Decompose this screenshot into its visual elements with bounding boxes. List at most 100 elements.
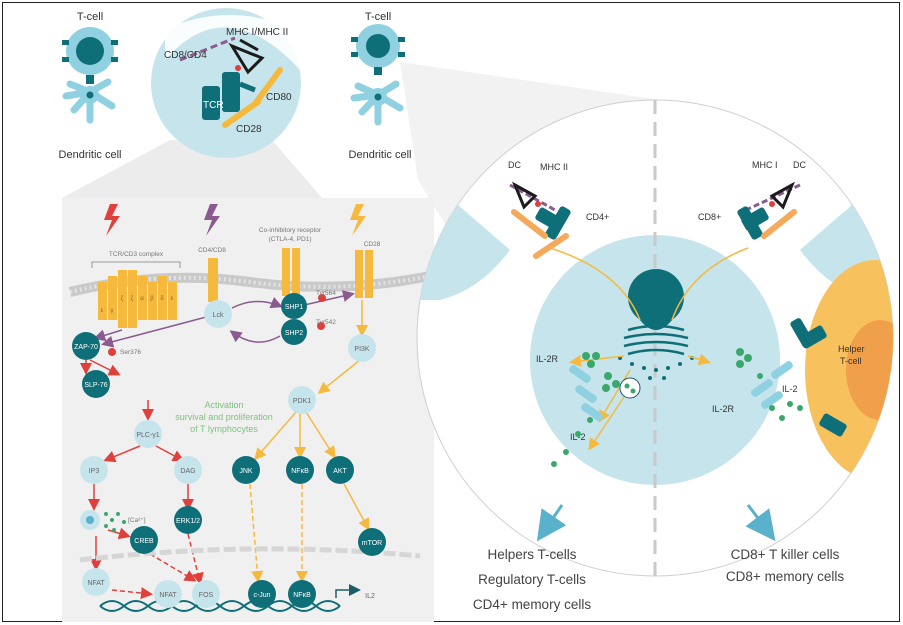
text-akt: AKT [333,468,347,475]
text-nfkb2: NFκB [293,592,311,599]
label-ser376: Ser376 [120,349,141,356]
node-pi3k [348,334,376,362]
big-cd8: CD8+ [698,212,721,222]
text-zap70: ZAP-70 [74,344,98,351]
big-cd4: CD4+ [586,212,609,222]
dendritic-right-label: Dendritic cell [349,149,412,161]
cd3-letter: ζ [131,296,134,302]
zoom-mhc-label: MHC I/MHC II [226,27,288,38]
text-shp1: SHP1 [285,304,303,311]
outcome-right-line: CD8+ T killer cells [730,547,840,562]
text-mtor: mTOR [362,540,382,547]
node-nfkb2 [288,580,316,608]
node-nfkb1 [286,456,314,484]
node-shp2 [281,319,307,345]
text-il2gene: IL2 [365,593,375,600]
text-nfkb1: NFκB [291,468,309,475]
cd3-letter: ε [101,308,104,314]
outcome-right: CD8+ T killer cells CD8+ memory cells [700,544,870,588]
big-il2r-left: IL-2R [536,354,559,364]
label-coinhib: Co-inhibitory receptor [259,227,322,234]
node-nfat2 [154,580,182,608]
cd3-letter: ζ [121,296,124,302]
dendritic-left-label: Dendritic cell [59,149,122,161]
outcome-arrow-left [536,504,567,542]
cd3-letter: α [140,296,144,302]
node-shp1 [281,293,307,319]
dendritic-cell-left [62,78,116,124]
node-fos [192,580,220,608]
text-dag: DAG [180,468,195,475]
label-cd4cd8: CD4/CD8 [198,247,226,254]
text-nfat2: NFAT [159,592,177,599]
text-slp76: SLP-76 [84,382,107,389]
cd3-letter: γ [111,308,114,314]
node-akt [326,456,354,484]
activation-line1: Activation [204,400,243,410]
node-lck [204,300,232,328]
text-nfat1: NFAT [87,580,105,587]
dendritic-cell-right [350,80,404,126]
zoom-cd8cd4-label: CD8/CD4 [164,50,207,61]
activation-line3: of T lymphocytes [190,424,258,434]
zoom-cd28-label: CD28 [236,124,262,135]
big-il2-left: IL-2 [570,432,586,442]
label-ca: [Ca²⁺] [128,517,146,524]
node-jnk [232,456,260,484]
helper-line1: Helper [838,344,865,354]
node-cjun [248,580,276,608]
big-il2-right: IL-2 [782,384,798,394]
node-slp76 [82,370,110,398]
outcome-right-line: CD8+ memory cells [725,569,845,584]
signaling-panel [62,198,434,622]
outcome-left: Helpers T-cells Regulatory T-cells CD4+ … [452,544,612,616]
text-erk: ERK1/2 [176,518,200,525]
cd3-letter: ε [171,296,174,302]
big-mhc2: MHC II [540,162,568,172]
node-ip3 [80,456,108,484]
cd3-letter: β [150,296,154,302]
tcell-left [62,27,118,84]
label-tcr-complex: TCR/CD3 complex [109,251,164,258]
label-tyr564: Tyr564 [316,290,336,297]
text-plc: PLC-γ1 [136,432,159,439]
node-creb [130,526,158,554]
outcome-left-line: Regulatory T-cells [478,572,586,587]
node-nfat1 [82,568,110,596]
tcell-right-label: T-cell [365,11,391,23]
text-pi3k: PI3K [354,346,370,353]
tcell-right [351,24,405,75]
outcome-left-line: CD4+ memory cells [472,597,592,612]
outcome-arrow-right [745,504,776,542]
text-shp2: SHP2 [285,330,303,337]
text-creb: CREB [134,538,154,545]
label-coinhib-sub: (CTLA-4, PD1) [269,236,312,243]
text-pdk1: PDK1 [293,398,311,405]
helper-line2: T-cell [840,356,862,366]
big-mhc1: MHC I [752,160,778,170]
label-tyr542: Tyr542 [316,319,336,326]
node-plc [134,420,162,448]
node-pdk1 [288,386,316,414]
text-lck: Lck [213,312,224,319]
activation-line2: survival and proliferation [175,412,273,422]
text-fos: FOS [199,592,214,599]
label-cd28-signal: CD28 [364,241,381,248]
zoom-tcr-label: TCR [203,100,224,111]
synapse-zoom: MHC I/MHC II CD8/CD4 TCR CD80 CD28 [62,8,322,198]
tcell-left-label: T-cell [77,11,103,23]
text-ip3: IP3 [89,468,100,475]
big-il2r-right: IL-2R [712,404,735,414]
node-dag [174,456,202,484]
big-dc-left: DC [508,160,521,170]
big-cell-view: DC DC MHC II MHC I CD4+ CD8+ IL-2R IL-2R… [416,99,894,577]
cd3-letter: δ [160,296,164,302]
node-zap70 [72,332,100,360]
text-jnk: JNK [239,468,253,475]
node-erk [174,506,202,534]
node-mtor [358,528,386,556]
big-dc-right: DC [793,160,806,170]
zoom-cd80-label: CD80 [266,92,292,103]
